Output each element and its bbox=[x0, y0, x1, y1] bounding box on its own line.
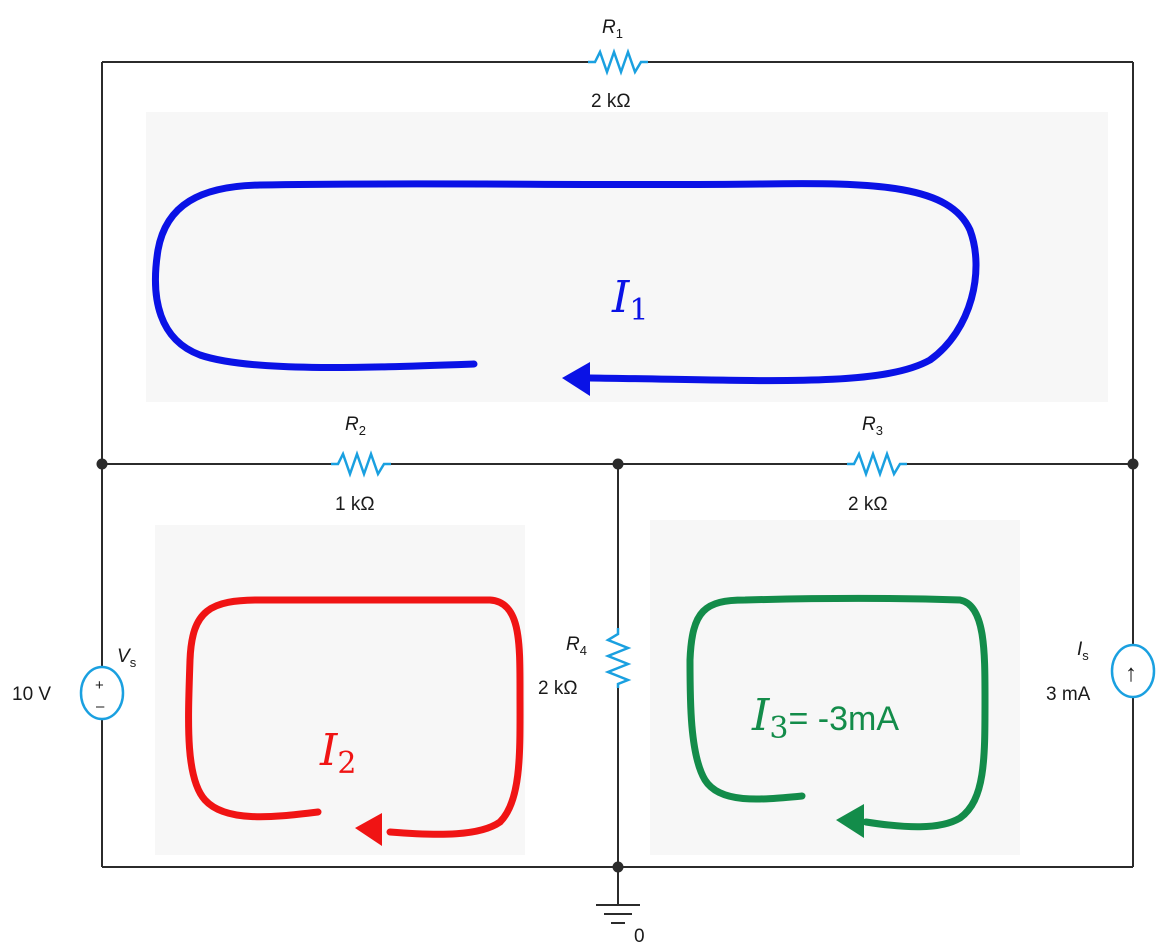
r1-value: 2 kΩ bbox=[591, 91, 631, 112]
vs-plus-sign: + bbox=[95, 677, 104, 694]
wires bbox=[101, 61, 1134, 905]
r4-value: 2 kΩ bbox=[538, 678, 578, 699]
mesh-loop-i1: I1 bbox=[152, 180, 980, 396]
node-right bbox=[1127, 458, 1139, 470]
ground-symbol: 0 bbox=[596, 904, 645, 943]
resistor-r4: R4 2 kΩ bbox=[538, 628, 632, 699]
loop3-panel bbox=[650, 520, 1020, 855]
resistor-r3: R3 2 kΩ bbox=[847, 414, 907, 515]
loop2-panel bbox=[155, 525, 525, 855]
loop-i2-path bbox=[185, 596, 524, 838]
vs-name: Vs bbox=[117, 646, 137, 670]
mesh-loop-i2: I2 bbox=[185, 596, 524, 846]
voltage-source-vs: + – Vs 10 V bbox=[12, 646, 137, 721]
junction-nodes bbox=[96, 458, 1139, 873]
r3-name: R3 bbox=[862, 414, 883, 438]
r1-name: R1 bbox=[602, 17, 623, 41]
current-source-is: ↑ Is 3 mA bbox=[1046, 639, 1156, 705]
is-arrow-icon: ↑ bbox=[1125, 660, 1137, 687]
loop-i1-path bbox=[152, 180, 980, 385]
loop-i1-label: I1 bbox=[611, 272, 648, 328]
r2-name: R2 bbox=[345, 414, 366, 438]
node-center bbox=[612, 458, 624, 470]
loop-i2-label: I2 bbox=[319, 725, 356, 781]
is-value: 3 mA bbox=[1046, 684, 1091, 705]
vs-value: 10 V bbox=[12, 684, 51, 705]
resistor-r2: R2 1 kΩ bbox=[331, 414, 391, 515]
resistor-r1: R1 2 kΩ bbox=[588, 17, 648, 112]
loop-i1-arrowhead bbox=[562, 362, 590, 396]
loop-i3-path bbox=[686, 595, 989, 831]
loop-i2-arrowhead bbox=[355, 813, 382, 846]
node-left bbox=[96, 458, 108, 470]
r2-value: 1 kΩ bbox=[335, 494, 375, 515]
loop1-panel bbox=[146, 112, 1108, 402]
r3-value: 2 kΩ bbox=[848, 494, 888, 515]
is-name: Is bbox=[1077, 639, 1089, 663]
vs-minus-sign: – bbox=[96, 698, 105, 715]
ground-label: 0 bbox=[634, 926, 645, 943]
r4-name: R4 bbox=[566, 634, 587, 658]
loop-i3-arrowhead bbox=[836, 804, 864, 838]
mesh-loop-i3: I3= -3mA bbox=[686, 595, 989, 838]
node-bottom bbox=[612, 861, 624, 873]
loop-i3-label: I3= -3mA bbox=[751, 690, 899, 746]
